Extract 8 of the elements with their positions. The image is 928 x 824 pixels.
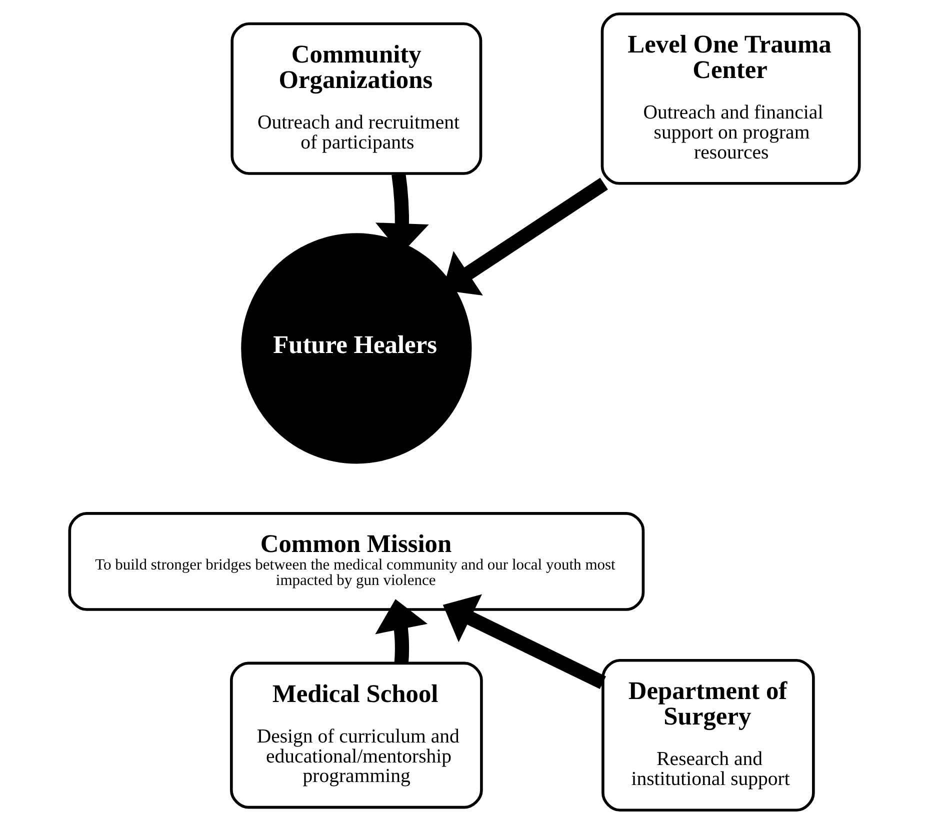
node-circle: Future Healers — [240, 233, 472, 464]
arrow — [442, 594, 606, 690]
arrow — [374, 599, 428, 664]
node-box: Level One Trauma Center Outreach and financial support on program resources — [600, 12, 860, 185]
node-box: Community Organizations Outreach and recruitment of participants — [230, 22, 482, 175]
node-box: Medical School Design of curriculum and educational/mentorship programming — [230, 662, 482, 809]
node-box: Common Mission To build stronger bridges between the medical community and our local youth most impacted by gun violence — [68, 512, 644, 611]
node-box: Department of Surgery Research and institutional support — [601, 658, 814, 812]
